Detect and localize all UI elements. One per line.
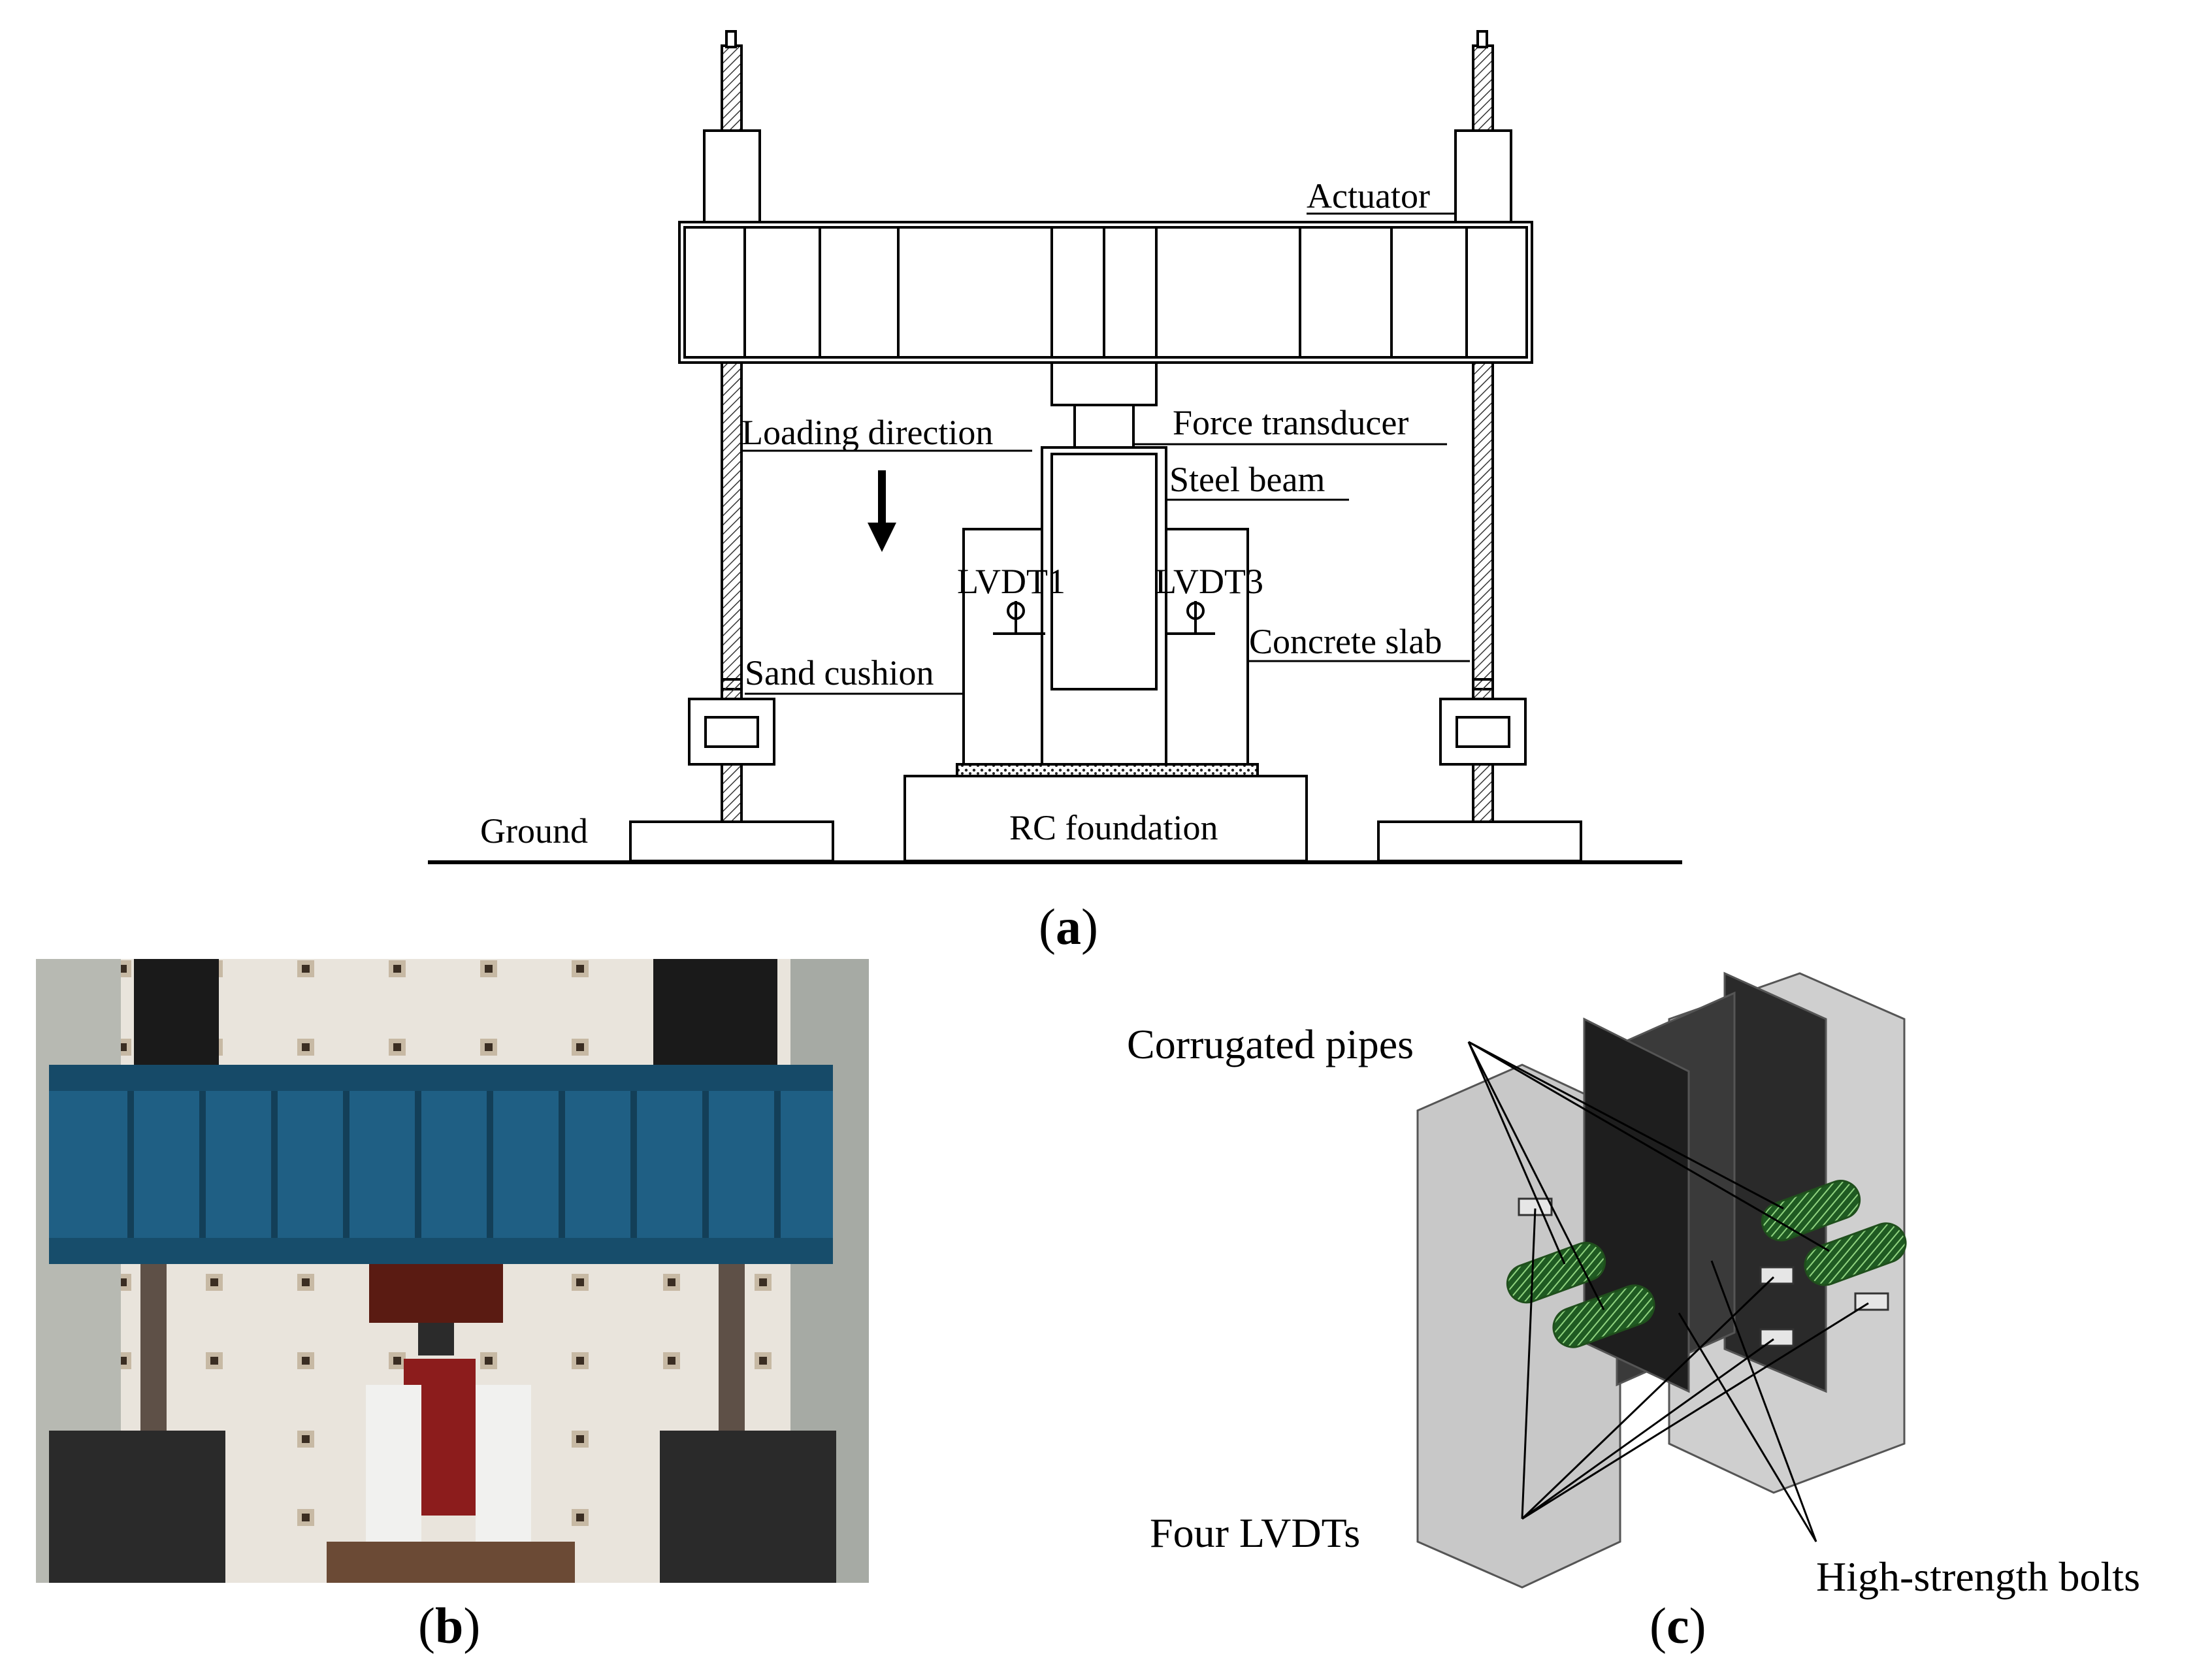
loading-beam	[678, 221, 1533, 364]
model-leader-lines	[1467, 1041, 1869, 1542]
panel-c-model	[1416, 971, 1907, 1589]
label-sand-cushion: Sand cushion	[745, 653, 934, 692]
right-support-base	[1377, 820, 1582, 862]
photo-loading-beam	[49, 1065, 833, 1264]
photo-support-left	[49, 1431, 225, 1583]
photo-concrete-slab-left	[366, 1385, 421, 1545]
left-support-base	[629, 820, 834, 862]
left-rod	[688, 30, 775, 831]
panel-b-photo	[36, 959, 869, 1583]
force-transducer-body	[1073, 404, 1135, 449]
caption-panel-b: (b)	[418, 1597, 481, 1654]
loading-direction-arrow	[868, 470, 896, 552]
panel-a-schematic	[428, 30, 1682, 864]
label-actuator: Actuator	[1307, 176, 1430, 216]
lvdt3-gauge	[1166, 601, 1215, 635]
label-four-lvdts: Four LVDTs	[1150, 1510, 1360, 1556]
caption-panel-b-letter: b	[434, 1597, 464, 1654]
label-lvdt1: LVDT1	[957, 562, 1065, 601]
photo-transfer-beam	[369, 1264, 503, 1323]
label-force-transducer: Force transducer	[1173, 403, 1408, 442]
photo-force-transducer	[418, 1323, 454, 1355]
label-corrugated-pipes: Corrugated pipes	[1127, 1021, 1414, 1067]
photo-rod-left	[140, 1264, 167, 1460]
label-concrete-slab: Concrete slab	[1249, 622, 1442, 661]
photo-rod-right	[719, 1264, 745, 1460]
label-ground: Ground	[480, 811, 588, 851]
concrete-slab-right	[1165, 528, 1249, 766]
label-loading-direction: Loading direction	[741, 413, 993, 452]
photo-beam-stiffeners	[127, 1091, 781, 1238]
photo-support-right	[660, 1431, 836, 1583]
caption-panel-c: (c)	[1650, 1597, 1706, 1654]
model-concrete-slab-front	[1416, 1063, 1621, 1589]
sand-cushion	[956, 763, 1259, 777]
steel-beam	[1041, 446, 1167, 766]
rc-foundation	[903, 775, 1308, 862]
caption-panel-a-letter: a	[1055, 898, 1081, 955]
leader-sand-cushion	[745, 692, 965, 764]
label-high-strength-bolts: High-strength bolts	[1816, 1553, 2140, 1600]
force-transducer	[1050, 361, 1158, 406]
caption-panel-a: (a)	[1039, 898, 1098, 955]
photo-floor-base	[327, 1542, 575, 1583]
panel-c-labels: Corrugated pipes Four LVDTs High-strengt…	[1127, 1021, 2140, 1600]
panel-a-labels: Actuator Force transducer Loading direct…	[480, 176, 1442, 851]
photo-actuator-right	[653, 959, 777, 1073]
label-rc-foundation: RC foundation	[1009, 808, 1218, 847]
photo-actuator-left	[134, 959, 219, 1077]
caption-panel-c-letter: c	[1666, 1597, 1689, 1654]
label-steel-beam: Steel beam	[1169, 460, 1325, 499]
photo-concrete-slab-right	[476, 1385, 531, 1545]
label-lvdt3: LVDT3	[1155, 562, 1263, 601]
lvdt1-gauge	[993, 601, 1045, 635]
right-rod	[1439, 30, 1527, 831]
